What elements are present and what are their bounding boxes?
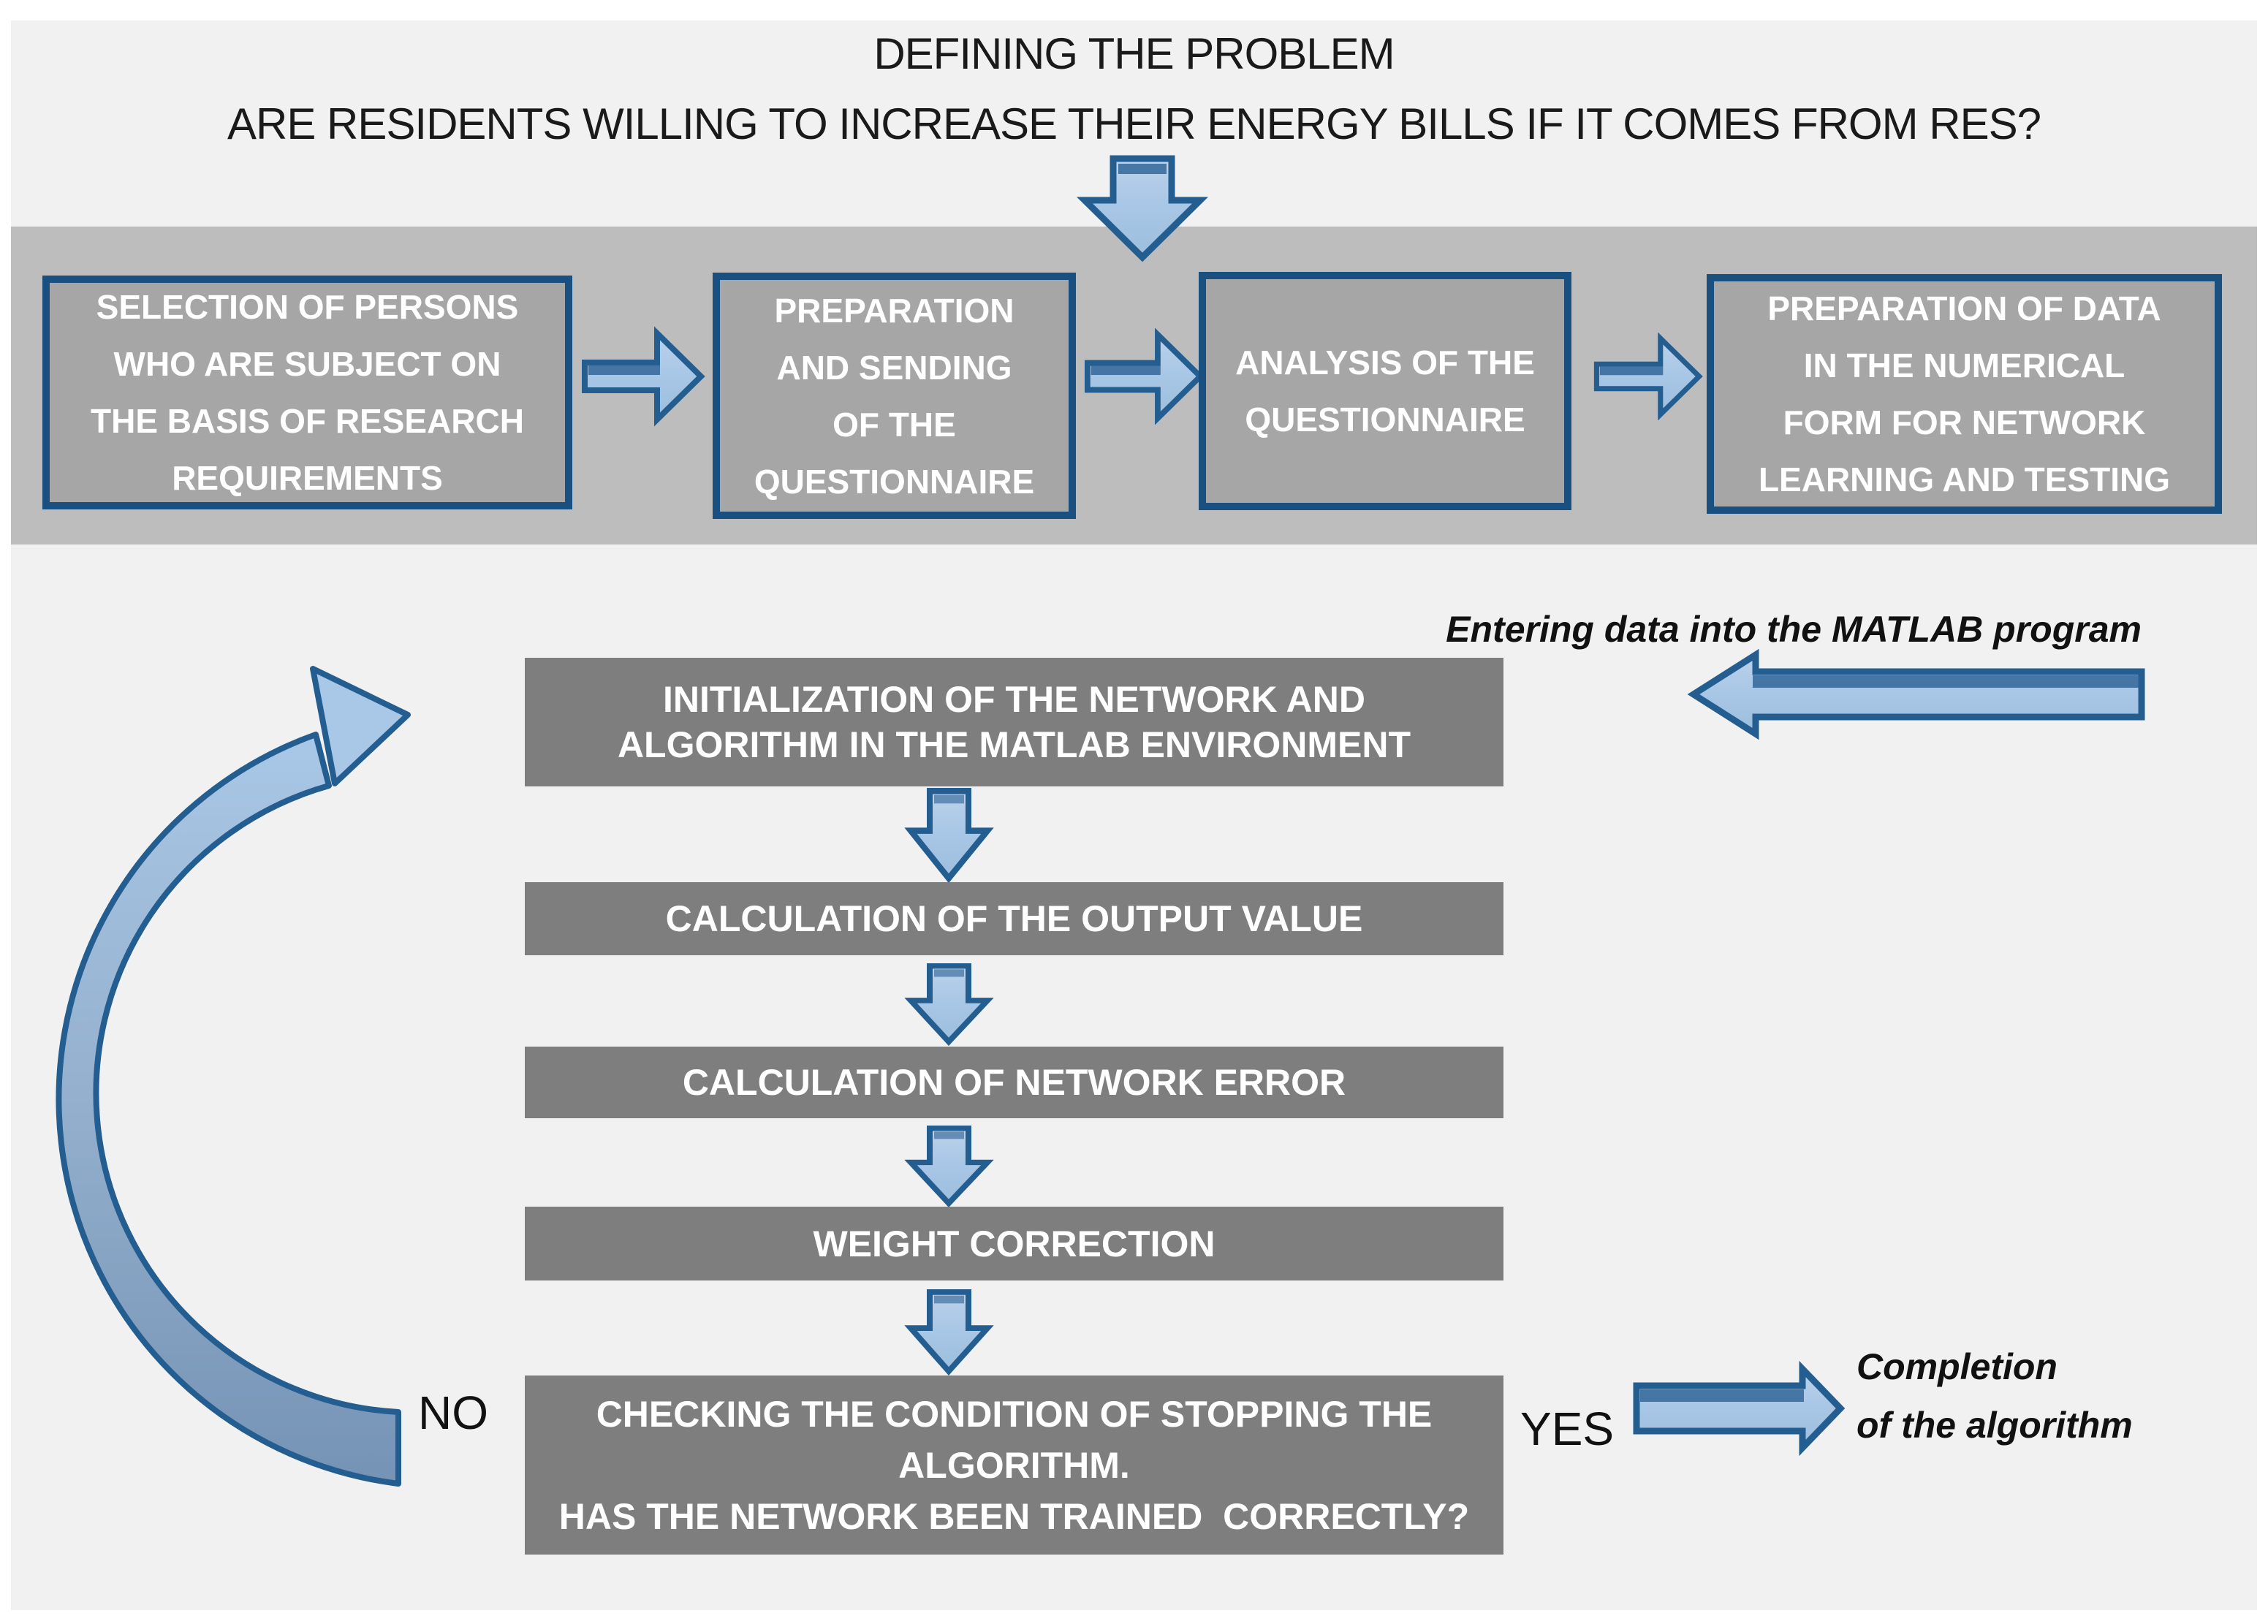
phase-box-line: AND SENDING — [776, 348, 1012, 387]
phase-box-line: OF THE — [833, 405, 956, 444]
phase-box-line: PREPARATION OF DATA — [1767, 289, 2161, 327]
arrow-down-icon — [904, 788, 994, 884]
title-line-2: ARE RESIDENTS WILLING TO INCREASE THEIR … — [227, 99, 2041, 148]
yes-label: YES — [1520, 1403, 1615, 1455]
phase-box-line: ANALYSIS OF THE — [1235, 344, 1535, 382]
phase-box-line: QUESTIONNAIRE — [1245, 401, 1525, 439]
phase-box-line: QUESTIONNAIRE — [754, 462, 1035, 501]
arrow-down-icon — [904, 1289, 994, 1376]
step-box-line: INITIALIZATION OF THE NETWORK AND — [662, 679, 1365, 720]
step-box-network-error: CALCULATION OF NETWORK ERROR — [525, 1047, 1503, 1118]
loop-arrow-icon — [56, 666, 411, 1487]
completion-line-2: of the algorithm — [1857, 1405, 2133, 1446]
phase-box-line: THE BASIS OF RESEARCH — [91, 402, 524, 440]
title-line-1: DEFINING THE PROBLEM — [873, 29, 1395, 78]
phase-box-line: SELECTION OF PERSONS — [96, 288, 519, 326]
phase-box-line: IN THE NUMERICAL — [1803, 346, 2125, 384]
phase-box-selection: SELECTION OF PERSONS WHO ARE SUBJECT ON … — [42, 276, 572, 509]
step-box-line: ALGORITHM IN THE MATLAB ENVIRONMENT — [617, 724, 1411, 765]
arrow-down-icon — [904, 963, 994, 1046]
phase-box-line: WHO ARE SUBJECT ON — [113, 345, 501, 383]
arrow-down-icon — [904, 1126, 994, 1207]
step-box-line: WEIGHT CORRECTION — [813, 1223, 1215, 1264]
phase-box-line: REQUIREMENTS — [172, 459, 443, 497]
step-box-line: CHECKING THE CONDITION OF STOPPING THE — [596, 1393, 1433, 1435]
phase-box-analysis: ANALYSIS OF THE QUESTIONNAIRE — [1199, 272, 1571, 510]
no-label: NO — [418, 1386, 488, 1439]
phase-box-data-preparation: PREPARATION OF DATA IN THE NUMERICAL FOR… — [1707, 274, 2222, 514]
step-box-line: ALGORITHM. — [898, 1444, 1130, 1486]
arrow-right-icon — [1633, 1360, 1846, 1457]
matlab-note: Entering data into the MATLAB program — [1446, 609, 2142, 650]
arrow-right-icon — [1593, 332, 1703, 421]
arrow-down-icon — [1077, 155, 1208, 262]
phase-box-line: FORM FOR NETWORK — [1783, 403, 2146, 441]
step-box-line: CALCULATION OF THE OUTPUT VALUE — [665, 898, 1363, 939]
arrow-right-icon — [1084, 327, 1205, 425]
completion-label: Completion of the algorithm — [1857, 1337, 2133, 1454]
phase-box-line: PREPARATION — [774, 291, 1014, 330]
step-box-stopping-condition: CHECKING THE CONDITION OF STOPPING THE A… — [525, 1376, 1503, 1555]
arrow-left-icon — [1687, 648, 2145, 740]
step-box-output-value: CALCULATION OF THE OUTPUT VALUE — [525, 882, 1503, 955]
step-box-initialization: INITIALIZATION OF THE NETWORK AND ALGORI… — [525, 658, 1503, 786]
phase-box-preparation: PREPARATION AND SENDING OF THE QUESTIONN… — [713, 273, 1076, 519]
phase-box-line: LEARNING AND TESTING — [1758, 460, 2171, 498]
step-box-line: HAS THE NETWORK BEEN TRAINED CORRECTLY? — [558, 1495, 1470, 1537]
completion-line-1: Completion — [1857, 1346, 2057, 1387]
step-box-line: CALCULATION OF NETWORK ERROR — [682, 1062, 1346, 1103]
arrow-right-icon — [582, 326, 705, 427]
step-box-weight-correction: WEIGHT CORRECTION — [525, 1207, 1503, 1280]
